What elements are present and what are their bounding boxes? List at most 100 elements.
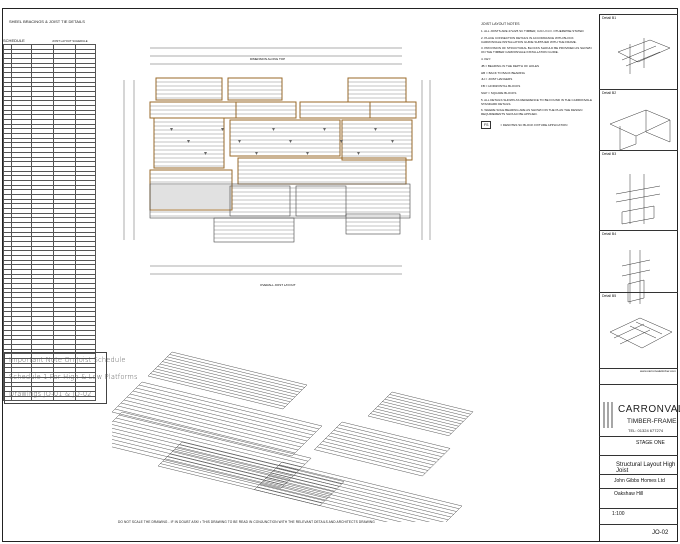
connector-mark (340, 140, 343, 143)
note-item: 2. PLACE CONNECTION DETAILS IN ACCORDANC… (481, 35, 577, 44)
company-logo-text: CARRONVALE (618, 404, 680, 415)
schedule-header: JOIST LAYOUT SCHEDULE (52, 39, 88, 43)
iso-joist (339, 424, 448, 452)
web-address: www.carronvaletimber.com (640, 369, 676, 373)
iso-joist (118, 414, 309, 462)
iso-joist (379, 403, 462, 425)
fs-legend: FS = DENOTES SC BLOCK FIXTURE APPLICATIO… (481, 120, 593, 129)
iso-joist (112, 427, 297, 474)
schedule-row (3, 278, 96, 285)
iso-joist (112, 439, 288, 483)
schedule-row (3, 250, 96, 256)
iso-joist (135, 387, 317, 433)
divider (599, 292, 678, 293)
note-item: 5. ALL DETAILS SHOWN AS REFERENCE TO BE … (481, 97, 592, 106)
iso-platform (313, 421, 451, 477)
fs-box: FS (481, 120, 492, 129)
iso-joist (123, 399, 305, 445)
note-item: JB = BEARING IN THE DEPTH OF HOLES (481, 63, 540, 68)
connector-mark (255, 152, 258, 155)
detail-column (599, 14, 679, 542)
iso-joist (328, 435, 437, 463)
joist-notes-title: JOIST LAYOUT NOTES (481, 22, 520, 26)
iso-joist (172, 451, 335, 492)
iso-platform (367, 391, 474, 437)
iso-joist (132, 390, 314, 436)
iso-joist (112, 424, 300, 471)
iso-joist (117, 405, 299, 451)
iso-joist (317, 446, 426, 474)
iso-joist (179, 444, 342, 485)
detail-label: Detail B2 (602, 91, 617, 95)
joist-notes: JOIST LAYOUT NOTES 1. ALL JOISTS ARE 47x… (481, 22, 593, 129)
iso-joist (165, 458, 328, 499)
divider (599, 524, 678, 525)
connector-mark (204, 152, 207, 155)
iso-joist (112, 442, 285, 486)
iso-joist (112, 420, 303, 468)
connector-mark (221, 128, 224, 131)
note-item: 4. KEY: (481, 56, 492, 61)
connector-mark (323, 128, 326, 131)
client-name: John Gibbs Homes Ltd (614, 478, 665, 484)
note-item: 1. ALL JOISTS ARE 47x225 SC TIMBER, C24 … (481, 29, 584, 33)
iso-joist (270, 472, 452, 518)
iso-joist (336, 427, 445, 455)
company-tagline: TIMBER-FRAME (627, 418, 677, 425)
bottom-disclaimer: DO NOT SCALE THE DRAWING - IF IN DOUBT A… (118, 520, 375, 524)
iso-joist (375, 408, 457, 429)
iso-joist (112, 435, 291, 480)
detail-label: Detail B3 (602, 152, 617, 156)
iso-joist (169, 453, 333, 494)
note-line-3: Drawings JO-01 & JO-02 (9, 390, 92, 398)
detail-label: Detail B4 (602, 232, 617, 236)
iso-joist (112, 431, 294, 477)
iso-joist (377, 406, 459, 427)
connector-mark (306, 152, 309, 155)
iso-joist (160, 463, 323, 504)
schedule-row (3, 292, 96, 299)
iso-joist (129, 393, 311, 439)
iso-joist (276, 467, 457, 512)
connector-mark (357, 152, 360, 155)
note-item: 3. PROVISION OF STRUCTURAL BLOCKS SHOULD… (481, 46, 592, 55)
connector-mark (170, 128, 173, 131)
iso-joist (138, 384, 320, 430)
divider (599, 474, 678, 475)
iso-joist (164, 358, 300, 393)
iso-joist (382, 401, 464, 422)
divider (599, 14, 678, 15)
iso-joist (279, 464, 460, 509)
iso-joist (333, 430, 442, 457)
divider (599, 89, 678, 90)
stage-label: STAGE ONE (636, 440, 665, 446)
iso-joist (372, 410, 454, 432)
note-line-1: Important Note On Joist Schedule (9, 356, 126, 364)
iso-joist (262, 481, 431, 522)
schedule-row (3, 320, 96, 327)
site-name: Oakshaw Hill (614, 491, 644, 497)
detail-label: Detail B5 (602, 294, 617, 298)
divider (599, 508, 678, 509)
divider (599, 368, 678, 369)
connector-mark (391, 140, 394, 143)
schedule-row (3, 236, 96, 242)
joist-plan-view: DIMENSION ALONG TOP OVERALL JOIST LAYOUT (123, 47, 431, 287)
connector-mark (272, 128, 275, 131)
note-item: JH = JOIST HANGERS (481, 77, 513, 82)
iso-joist (384, 398, 466, 420)
detail-sketches (609, 38, 673, 349)
note-item: FB = HORIZONTAL BLOCKS (481, 84, 521, 89)
schedule-cell (75, 395, 96, 402)
iso-joist (265, 478, 445, 522)
iso-joist (162, 361, 298, 395)
divider (599, 455, 678, 456)
iso-joist (387, 396, 469, 417)
iso-platform (147, 351, 308, 410)
divider (599, 150, 678, 151)
iso-joist (150, 373, 286, 407)
iso-platform (112, 411, 312, 489)
iso-joist (114, 408, 296, 454)
title-block-top (599, 384, 678, 385)
